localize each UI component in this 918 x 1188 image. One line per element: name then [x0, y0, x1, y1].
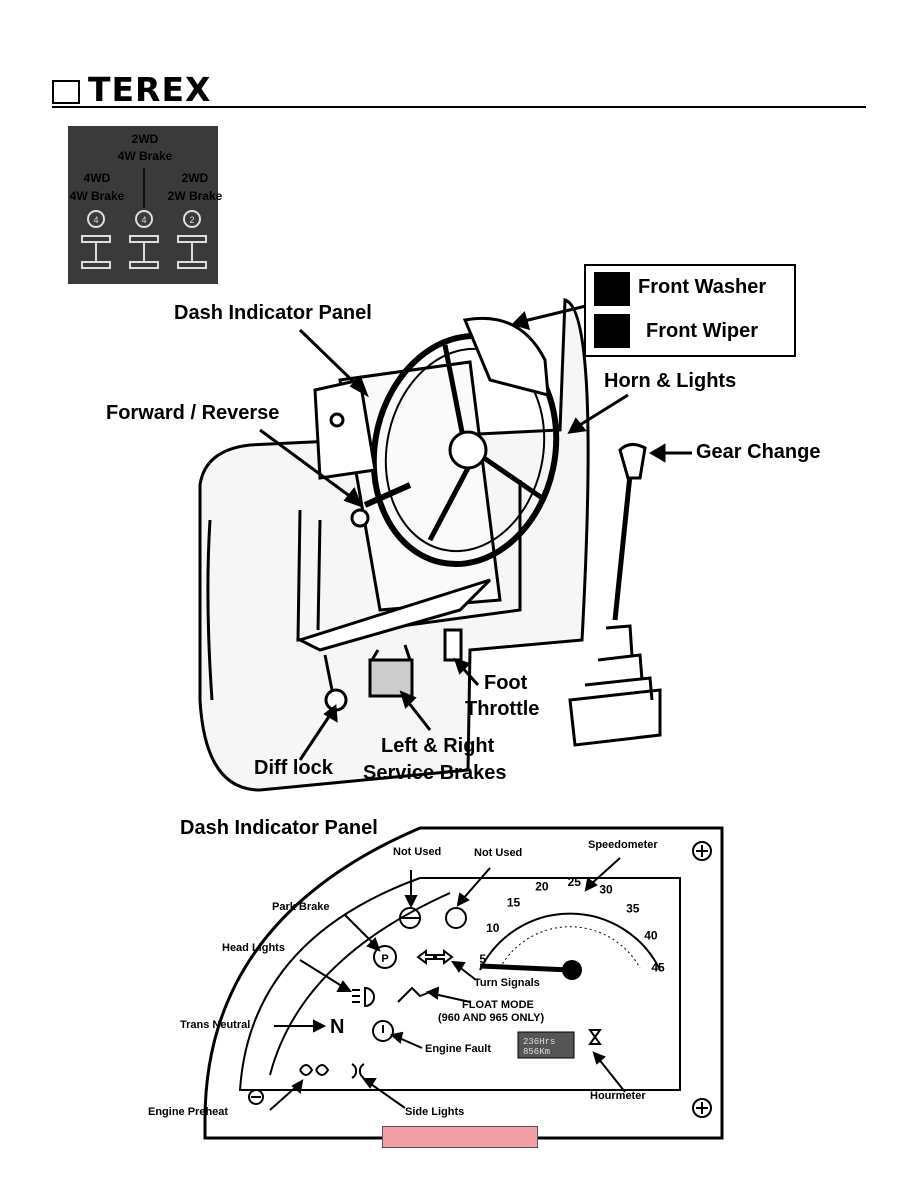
- axle-icon-4wd: [81, 210, 111, 269]
- speed-tick-label: 45: [651, 960, 665, 974]
- cab-illustration: [198, 298, 662, 792]
- not-used-label-1: Not Used: [393, 846, 442, 858]
- engine-fault-icon: [372, 1020, 394, 1042]
- front-washer-label: Front Washer: [638, 276, 767, 298]
- badge-2wd-4wb: 4: [141, 215, 146, 225]
- turn-signals-label: Turn Signals: [474, 977, 540, 989]
- brand-name: TEREX: [88, 70, 212, 109]
- park-brake-label: Park Brake: [272, 901, 330, 913]
- float-mode-label: FLOAT MODE: [462, 999, 534, 1011]
- washer-wiper-box: Front Washer Front Wiper: [584, 264, 796, 357]
- badge-4wd: 4: [93, 215, 98, 225]
- drive-mode-2wd-2wb-line1: 2WD: [181, 171, 209, 185]
- indicator-panel-frame: [203, 826, 724, 1140]
- speed-tick-label: 30: [599, 883, 613, 897]
- drive-mode-4wd-line1: 4WD: [83, 171, 111, 185]
- foot-label: Foot: [484, 672, 528, 694]
- service-brakes-label: Service Brakes: [363, 762, 507, 784]
- not-used-icon-2: [445, 907, 467, 929]
- park-symbol: P: [381, 953, 388, 965]
- neutral-symbol: N: [330, 1016, 345, 1038]
- speed-tick-label: 25: [568, 875, 582, 889]
- header-rule: [52, 106, 866, 108]
- turn-right-icon: [435, 949, 454, 965]
- diff-lock-label: Diff lock: [254, 757, 333, 779]
- speed-tick-label: 35: [626, 901, 640, 915]
- engine-preheat-label: Engine Preheat: [148, 1106, 229, 1118]
- left-right-label: Left & Right: [381, 735, 495, 757]
- page-tab: [382, 1126, 538, 1148]
- speed-tick-label: 40: [644, 929, 658, 943]
- panel-title: Dash Indicator Panel: [180, 817, 378, 839]
- not-used-label-2: Not Used: [474, 847, 523, 859]
- not-used-icon-1: [399, 907, 421, 929]
- side-lights-label: Side Lights: [405, 1106, 465, 1118]
- speedometer-label: Speedometer: [588, 839, 658, 851]
- horn-lights-label: Horn & Lights: [604, 370, 737, 392]
- speed-tick-label: 20: [535, 880, 549, 894]
- front-wiper-icon: [594, 314, 630, 348]
- odo-line2: 856Km: [523, 1047, 550, 1057]
- side-lights-icon: [351, 1063, 365, 1079]
- odo-line1: 236Hrs: [523, 1037, 555, 1047]
- hour-display: [517, 1031, 575, 1059]
- turn-left-icon: [416, 949, 435, 965]
- front-wiper-label: Front Wiper: [646, 320, 759, 342]
- hourmeter-label: Hourmeter: [590, 1090, 646, 1102]
- trans-neutral-label: Trans Neutral: [180, 1019, 251, 1031]
- float-note-label: (960 AND 965 ONLY): [438, 1012, 545, 1024]
- terex-logo-icon: [52, 80, 80, 104]
- drive-mode-4wd-line2: 4W Brake: [69, 189, 125, 203]
- dash-indicator-panel-label: Dash Indicator Panel: [174, 302, 372, 324]
- forward-reverse-label: Forward / Reverse: [106, 402, 280, 424]
- speed-tick-label: 5: [479, 952, 486, 966]
- drive-mode-2wd-4wb-line1: 2WD: [131, 132, 159, 146]
- engine-fault-label: Engine Fault: [425, 1043, 491, 1055]
- gear-change-label: Gear Change: [696, 441, 821, 463]
- engine-preheat-icon: [299, 1064, 330, 1076]
- float-mode-icon: [397, 986, 431, 1003]
- head-lights-label: Head Lights: [222, 942, 285, 954]
- drive-mode-2wd-4wb-line2: 4W Brake: [117, 149, 173, 163]
- drive-mode-2wd-2wb-line2: 2W Brake: [167, 189, 223, 203]
- throttle-label: Throttle: [465, 698, 540, 720]
- speed-tick-label: 15: [507, 896, 521, 910]
- hourmeter-icon: [588, 1029, 602, 1045]
- badge-2wd-2wb: 2: [189, 215, 194, 225]
- front-washer-icon: [594, 272, 630, 306]
- park-brake-icon: [373, 945, 397, 969]
- speed-tick-label: 10: [486, 921, 500, 935]
- head-lights-icon: [364, 986, 375, 1008]
